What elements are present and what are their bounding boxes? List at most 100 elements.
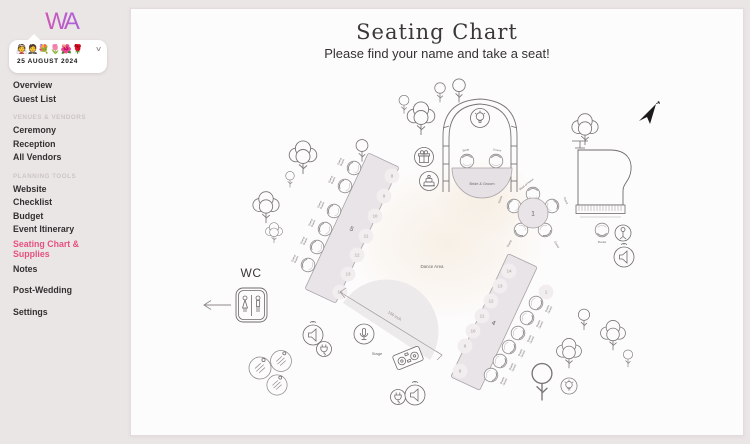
round-table-1[interactable]: 1 Maid of Honor Guest Guest Guest Guest xyxy=(497,177,569,249)
pianist-chair[interactable] xyxy=(594,222,610,238)
tree-icon xyxy=(285,171,295,188)
page-title: Seating Chart xyxy=(356,20,518,44)
seat-name: Guest xyxy=(526,334,533,343)
seat-name: Guest xyxy=(506,239,513,248)
sidebar-nav: Overview Guest List VENUES & VENDORS Cer… xyxy=(13,79,118,319)
dimension-line xyxy=(339,287,443,361)
numbered-seats[interactable]: 14 13 12 11 10 9 8 xyxy=(452,263,517,379)
sidebar-item-reception[interactable]: Reception xyxy=(13,138,56,149)
lightbulb-icon[interactable] xyxy=(470,108,490,128)
dj-mixer-icon[interactable] xyxy=(392,346,424,370)
sidebar-item-budget[interactable]: Budget xyxy=(13,210,44,221)
sidebar-item-seating-chart-supplies[interactable]: Seating Chart & Supplies xyxy=(13,238,79,260)
seat-number: 9 xyxy=(383,194,386,199)
seat-name: Guest xyxy=(316,200,323,209)
tree-icon xyxy=(452,78,466,103)
bride-chair[interactable] xyxy=(459,153,475,169)
pouf-seat[interactable] xyxy=(266,374,288,396)
pouf-seat[interactable] xyxy=(248,356,272,380)
groom-chair[interactable] xyxy=(488,153,504,169)
table-number: 1 xyxy=(531,211,535,218)
seat-number: 12 xyxy=(354,253,360,258)
plug-icon[interactable] xyxy=(316,341,332,357)
seat-name: Guest xyxy=(299,236,306,245)
seat-number: 14 xyxy=(506,269,512,274)
speaker-icon[interactable] xyxy=(302,320,324,346)
microphone-icon[interactable] xyxy=(353,323,375,345)
wedding-arch[interactable] xyxy=(442,98,518,192)
sidebar-item-post-wedding[interactable]: Post-Wedding xyxy=(13,285,72,295)
sidebar-item-ceremony[interactable]: Ceremony xyxy=(13,125,57,135)
seat-number: 8 xyxy=(459,369,462,374)
woman-restroom-icon xyxy=(241,295,249,312)
tree-icon xyxy=(571,113,599,146)
groom-label: Groom xyxy=(493,147,503,152)
tree-icon xyxy=(434,82,446,103)
speaker-icon[interactable] xyxy=(613,242,635,268)
sidebar-item-settings[interactable]: Settings xyxy=(13,306,48,317)
grand-piano[interactable] xyxy=(572,140,632,218)
sidebar-item-all-vendors[interactable]: All Vendors xyxy=(13,152,62,162)
numbered-seats[interactable]: 8 9 10 11 12 13 14 xyxy=(332,168,400,300)
sidebar-item-website[interactable]: Website xyxy=(13,183,47,194)
seat-name: Guest xyxy=(499,376,506,385)
tree-icon xyxy=(556,338,582,369)
seat-name: Guest xyxy=(310,219,317,228)
stage-label: Stage xyxy=(372,351,383,356)
wc-label: WC xyxy=(241,266,262,280)
cake-icon[interactable] xyxy=(419,171,439,191)
lightbulb-icon[interactable] xyxy=(560,377,578,395)
gift-icon[interactable] xyxy=(414,147,434,167)
seat-name: Guest xyxy=(307,218,314,227)
event-emojis: 👰🤵💐🌷🌺🌹 xyxy=(16,44,84,54)
seat-name: Guest xyxy=(293,255,300,264)
long-table-5[interactable]: 5 Guest Guest Guest Guest Guest Guest Gu… xyxy=(290,153,400,303)
seat-number: 11 xyxy=(480,314,485,319)
sidebar-item-overview[interactable]: Overview xyxy=(13,80,53,90)
seat-name: Guest xyxy=(319,201,326,210)
speaker-icon[interactable] xyxy=(404,380,426,406)
lounge-poufs[interactable] xyxy=(248,350,292,396)
seat-number: 13 xyxy=(345,272,351,277)
bride-groom-table-label: Bride & Groom xyxy=(469,182,494,186)
app-logo: WA xyxy=(0,8,122,36)
chair[interactable] xyxy=(517,308,537,328)
table-number: 4 xyxy=(490,319,497,327)
page-subtitle: Please find your name and take a seat! xyxy=(324,46,550,61)
seat-number: 13 xyxy=(497,284,503,289)
seat-name: Guest xyxy=(528,335,535,344)
sidebar-item-checklist[interactable]: Checklist xyxy=(13,197,53,207)
pouf-seat[interactable] xyxy=(270,350,292,372)
sidebar-item-notes[interactable]: Notes xyxy=(13,263,38,274)
seat-name: Guest xyxy=(339,158,346,167)
event-selector-card[interactable]: 👰🤵💐🌷🌺🌹 ∨ 25 AUGUST 2024 xyxy=(9,34,107,73)
sidebar-item-event-itinerary[interactable]: Event Itinerary xyxy=(13,224,75,234)
seat-name: Guest xyxy=(336,157,343,166)
sidebar-item-guest-list[interactable]: Guest List xyxy=(13,93,57,104)
pianist-label: Pianist xyxy=(598,240,607,244)
seat-name: Guest xyxy=(327,175,334,184)
chair[interactable] xyxy=(508,323,528,343)
seat-name: Guest xyxy=(290,254,297,263)
card-notch xyxy=(27,34,41,41)
seat-name: Guest xyxy=(302,237,309,246)
seat-number: 9 xyxy=(464,344,467,349)
seat-name: Guest xyxy=(546,305,553,314)
stage[interactable]: Stage xyxy=(343,279,439,371)
sidebar: WA 👰🤵💐🌷🌺🌹 ∨ 25 AUGUST 2024 Overview Gues… xyxy=(0,0,122,444)
mic-stand-icon[interactable] xyxy=(614,224,632,242)
seat-name: Guest xyxy=(510,363,517,372)
long-table-4[interactable]: 4 1 Guest Guest Guest Guest Guest Guest … xyxy=(451,253,554,391)
seat-name: Guest xyxy=(535,319,542,328)
wc-area[interactable]: WC xyxy=(203,266,268,323)
tree-icon xyxy=(406,101,436,136)
seat-name: Guest xyxy=(553,240,560,249)
seat-name: Guest xyxy=(517,348,524,357)
plug-icon[interactable] xyxy=(390,389,406,405)
chevron-down-icon[interactable]: ∨ xyxy=(94,46,103,53)
seat-name: Guest xyxy=(508,362,515,371)
seat-name: Guest xyxy=(330,176,337,185)
table-number: 5 xyxy=(348,225,355,233)
bride-groom-table[interactable]: Bride Groom Bride & Groom xyxy=(451,147,513,199)
